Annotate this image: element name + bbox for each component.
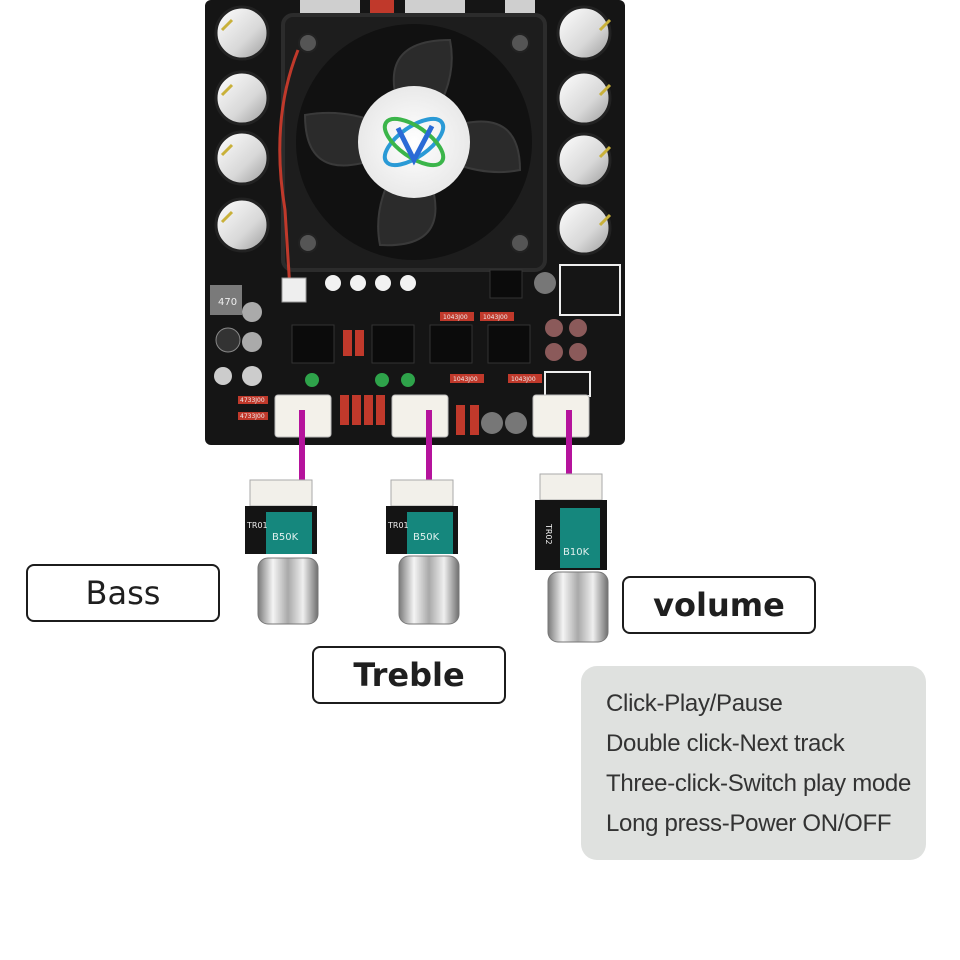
info-line-click: Click-Play/Pause <box>606 690 783 717</box>
bass-label: Bass <box>26 564 220 622</box>
svg-text:1043J00: 1043J00 <box>453 376 478 383</box>
svg-text:470: 470 <box>218 297 237 308</box>
svg-text:TR01: TR01 <box>387 521 409 530</box>
cooling-fan <box>281 13 547 272</box>
svg-text:4733J00: 4733J00 <box>240 397 265 404</box>
svg-text:TR01: TR01 <box>246 521 268 530</box>
volume-label: volume <box>622 576 816 634</box>
treble-label: Treble <box>312 646 506 704</box>
connector-treble <box>391 394 449 438</box>
svg-text:B50K: B50K <box>413 532 440 543</box>
volume-potentiometer: TR02 B10K <box>535 473 609 643</box>
svg-text:B10K: B10K <box>563 547 590 558</box>
svg-text:1043J00: 1043J00 <box>483 314 508 321</box>
brand-logo-icon <box>382 116 446 168</box>
left-capacitors <box>214 5 270 253</box>
right-capacitors <box>556 5 612 256</box>
svg-text:1043J00: 1043J00 <box>511 376 536 383</box>
svg-text:1043J00: 1043J00 <box>443 314 468 321</box>
svg-text:B50K: B50K <box>272 532 299 543</box>
info-line-double-click: Double click-Next track <box>606 730 845 757</box>
svg-text:4733J00: 4733J00 <box>240 413 265 420</box>
info-line-long-press: Long press-Power ON/OFF <box>606 810 892 837</box>
svg-text:TR02: TR02 <box>544 523 553 545</box>
info-line-three-click: Three-click-Switch play mode <box>606 770 912 797</box>
bass-potentiometer: TR01 B50K <box>245 479 319 625</box>
connector-volume <box>532 394 590 438</box>
treble-potentiometer: TR01 B50K <box>386 479 460 625</box>
controls-info-panel: Click-Play/Pause Double click-Next track… <box>581 666 926 860</box>
